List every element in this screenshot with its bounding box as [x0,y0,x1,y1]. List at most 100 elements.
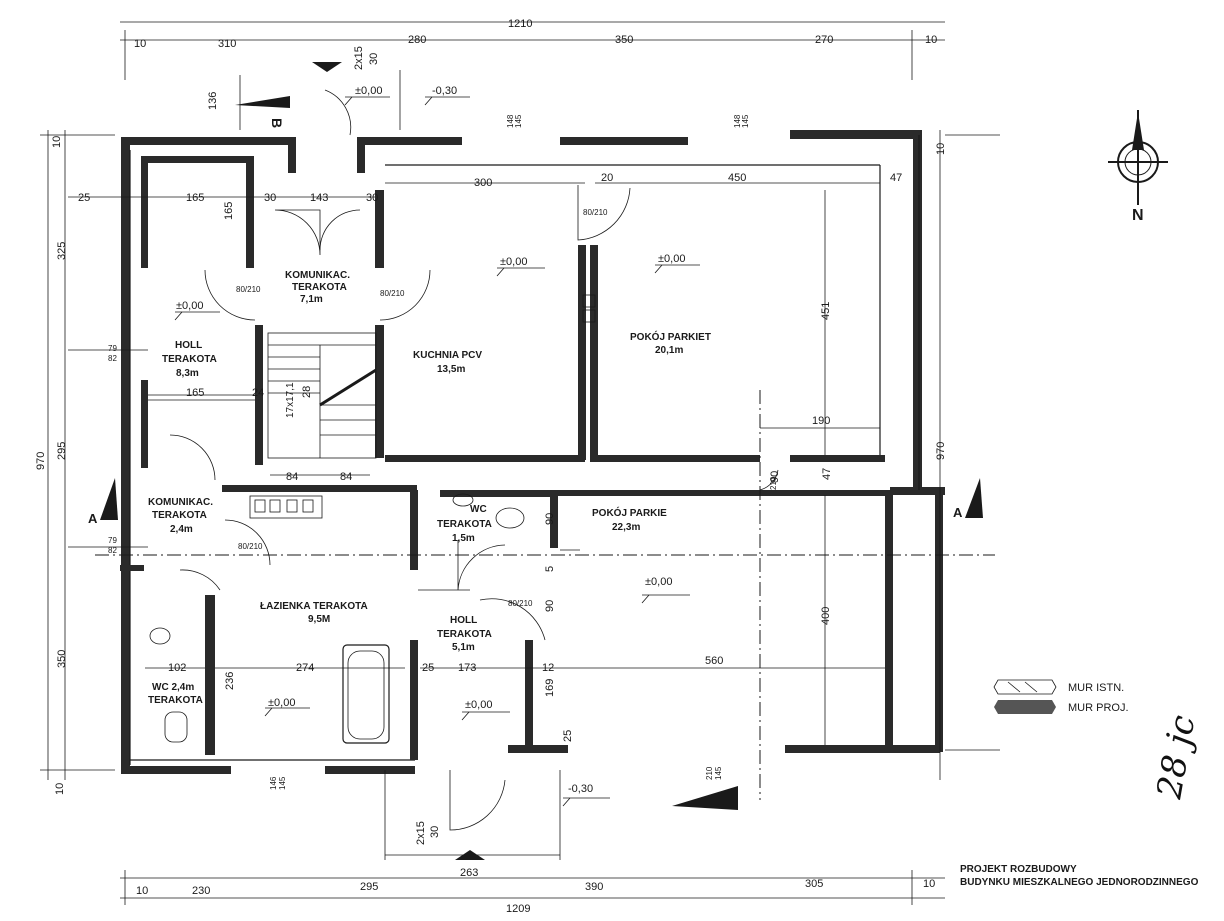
dim-interior: 210 [705,766,714,780]
dim-interior: 84 [286,471,298,483]
dimension-lines [40,21,1000,905]
dim-interior: 145 [714,766,723,780]
section-mark-a-right: A [953,505,963,520]
dim-interior: 143 [310,192,328,204]
room-name: HOLL [450,615,477,626]
room-area: 5,1m [452,642,475,653]
outer-walls [121,130,945,774]
level-marker: ±0,00 [645,576,672,588]
dim-left: 350 [56,650,68,668]
dim-interior: 560 [705,655,723,667]
entrance-arrow-bottom [455,850,485,860]
dim-interior: 169 [544,679,556,697]
dim-interior: 24 [252,387,264,399]
section-mark-b-bottom: B [715,796,731,806]
door-label: 80/210 [238,542,263,551]
dim-interior: 90 [769,471,781,483]
room-area: 9,5M [308,614,330,625]
room-area: 2,4m [170,524,193,535]
dim-interior: 79 [108,344,117,353]
dim-left: 295 [56,442,68,460]
dim-right: 47 [821,468,833,480]
dim-top: 280 [408,34,426,46]
dim-left: 325 [56,242,68,260]
section-mark-letters: A A B B [88,118,963,806]
dim-interior: 82 [108,354,117,363]
dim-interior: 190 [812,415,830,427]
dim-interior: 2x15 [415,821,427,845]
dim-interior: 165 [223,202,235,220]
room-labels: KOMUNIKAC. TERAKOTA 7,1m HOLL TERAKOTA 8… [148,270,711,706]
dim-interior: 90 [544,600,556,612]
legend-existing: MUR ISTN. [1068,682,1124,694]
dim-entrance: 136 [207,92,219,110]
dim-interior: 90 [544,513,556,525]
title-block: PROJEKT ROZBUDOWY BUDYNKU MIESZKALNEGO J… [960,864,1199,888]
room-finish: TERAKOTA [162,354,217,365]
dim-top: 350 [615,34,633,46]
dim-interior: 165 [186,387,204,399]
dim-interior: 79 [108,536,117,545]
dim-interior: 17x17,1 [285,382,296,418]
level-marker: -0,30 [432,85,457,97]
dim-bottom: 10 [923,878,935,890]
dim-left-total: 970 [35,452,47,470]
entrance-arrow-top [312,62,342,72]
dim-right-total: 970 [935,442,947,460]
room-name: KOMUNIKAC. [285,270,350,281]
north-compass: N [1108,110,1168,224]
room-name: KUCHNIA PCV [413,350,482,361]
room-area: 8,3m [176,368,199,379]
dim-top: 10 [134,38,146,50]
room-name: WC 2,4m [152,682,194,693]
room-name: POKÓJ PARKIET [630,330,711,343]
door-label: 80/210 [508,599,533,608]
room-finish: TERAKOTA [292,282,347,293]
dim-bottom: 390 [585,881,603,893]
section-mark-b-top: B [269,118,285,128]
door-labels: 80/210 80/210 80/210 80/210 80/210 [236,208,608,608]
dim-interior: 145 [741,114,750,128]
room-finish: TERAKOTA [148,695,203,706]
dim-interior: 148 [733,114,742,128]
dim-interior: 30 [429,826,441,838]
dim-left: 10 [54,783,66,795]
dim-interior: 102 [168,662,186,674]
dim-bottom: 305 [805,878,823,890]
dim-interior: 25 [78,192,90,204]
level-marker: ±0,00 [355,85,382,97]
dim-interior: 400 [820,607,832,625]
dim-interior: 300 [474,177,492,189]
dim-interior: 30 [366,192,378,204]
level-marker: ±0,00 [465,699,492,711]
dim-top: 270 [815,34,833,46]
dim-interior: 5 [544,566,556,572]
dim-bottom: 295 [360,881,378,893]
dim-interior: 82 [108,546,117,555]
room-finish: TERAKOTA [152,510,207,521]
fixtures [149,294,596,744]
handwritten-note: 28 jc [1149,712,1203,802]
level-marker: -0,30 [568,783,593,795]
door-label: 80/210 [380,289,405,298]
dim-top-total: 1210 [508,18,532,30]
dim-interior: 20 [601,172,613,184]
room-name: WC [470,504,487,515]
dim-interior: 146 [269,776,278,790]
dim-interior: 450 [728,172,746,184]
room-area: 1,5m [452,533,475,544]
door-label: 80/210 [583,208,608,217]
dim-interior: 165 [186,192,204,204]
section-mark-a-left: A [88,511,98,526]
dim-interior: 148 [506,114,515,128]
room-area: 22,3m [612,522,640,533]
wall-legend: MUR ISTN. MUR PROJ. [993,679,1129,714]
dim-interior: 28 [301,386,313,398]
title-line-2: BUDYNKU MIESZKALNEGO JEDNORODZINNEGO [960,877,1199,888]
room-area: 7,1m [300,294,323,305]
room-area: 20,1m [655,345,683,356]
level-marker: ±0,00 [176,300,203,312]
dim-interior: 145 [278,776,287,790]
dim-interior: 12 [542,662,554,674]
